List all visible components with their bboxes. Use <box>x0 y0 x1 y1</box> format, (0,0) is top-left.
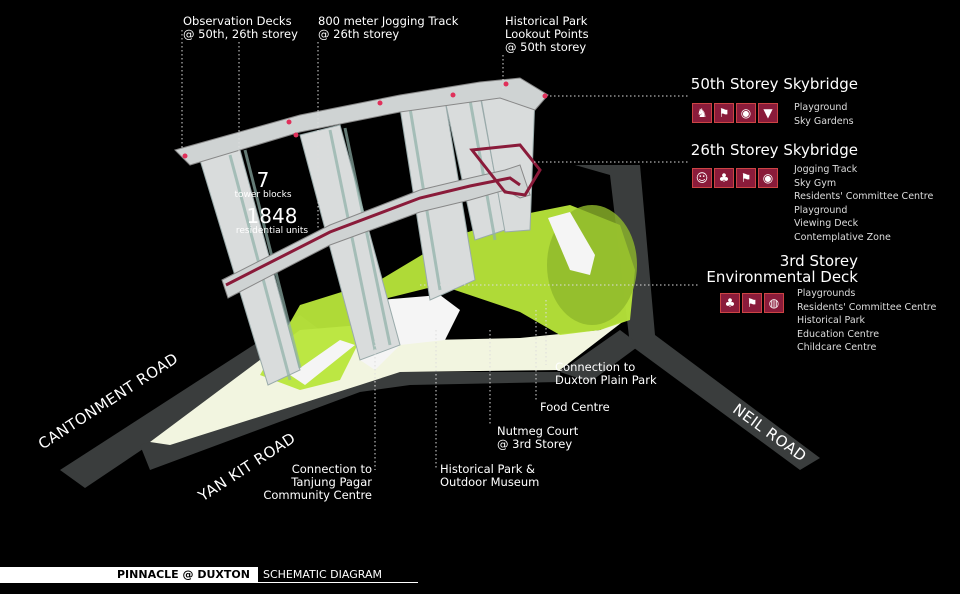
deck-3-title: 3rd Storey Environmental Deck <box>706 252 858 286</box>
deck-26-features: Jogging Track Sky Gym Residents' Committ… <box>794 163 933 244</box>
stat-residential-units-number: 1848 <box>246 204 298 228</box>
skybridge-50 <box>174 77 549 166</box>
ground-plane <box>150 320 625 445</box>
deck-26-icons: ☺ ♣ ⚑ ◉ <box>692 168 778 188</box>
globe-icon: ◍ <box>764 293 784 313</box>
leader-lines <box>181 30 700 470</box>
skybridge-26 <box>221 143 542 299</box>
camera-icon: ◉ <box>758 168 778 188</box>
deck-50-icons: ♞ ⚑ ◉ ▼ <box>692 103 778 123</box>
diagram-subtitle: SCHEMATIC DIAGRAM <box>263 568 382 581</box>
callout-food-centre: Food Centre <box>540 400 610 414</box>
deck-26-feature: Jogging Track <box>794 164 858 175</box>
callout-nutmeg-court: Nutmeg Court @ 3rd Storey <box>497 424 579 451</box>
deck-26-feature: Contemplative Zone <box>794 231 891 243</box>
deck-3-features: Playgrounds Residents' Committee Centre … <box>797 287 936 355</box>
footer: PINNACLE @ DUXTON SCHEMATIC DIAGRAM <box>0 567 960 583</box>
callout-tanjung-pagar: Connection to Tanjung Pagar Community Ce… <box>263 462 372 502</box>
deck-50-feature: Playground <box>794 102 848 113</box>
stat-tower-blocks-number: 7 <box>256 168 270 192</box>
stat-tower-blocks: 7 tower blocks <box>228 170 298 200</box>
callout-jogging-track: 800 meter Jogging Track @ 26th storey <box>318 14 459 41</box>
deck-3-icons: ♣ ⚑ ◍ <box>720 293 784 313</box>
deck-26-feature: Viewing Deck <box>794 218 859 229</box>
deck-26-feature: Sky Gym <box>794 177 837 189</box>
deck-26-title: 26th Storey Skybridge <box>690 141 858 159</box>
stat-residential-units: 1848 residential units <box>222 206 322 236</box>
marker-dots <box>182 81 548 159</box>
playground-icon: ♞ <box>692 103 712 123</box>
runner-icon: ⚑ <box>736 168 756 188</box>
callout-duxton-plain: Connection to Duxton Plain Park <box>555 360 657 387</box>
deck-3-feature: Education Centre <box>797 328 880 340</box>
deck-50-features: Playground Sky Gardens <box>794 101 854 128</box>
project-title: PINNACLE @ DUXTON <box>117 568 250 581</box>
deck-3-feature: Residents' Committee Centre <box>797 301 937 313</box>
meditation-icon: ☺ <box>692 168 712 188</box>
deck-50-feature: Sky Gardens <box>794 115 854 127</box>
deck-26-feature: Residents' Committee Centre <box>794 191 934 202</box>
runner-icon: ⚑ <box>714 103 734 123</box>
deck-3-feature: Playgrounds <box>797 288 856 299</box>
deck-3-feature: Childcare Centre <box>797 342 877 353</box>
camera-icon: ◉ <box>736 103 756 123</box>
cocktail-icon: ▼ <box>758 103 778 123</box>
runner-icon: ⚑ <box>742 293 762 313</box>
deck-3-feature: Historical Park <box>797 315 866 326</box>
palm-tree-icon: ♣ <box>714 168 734 188</box>
palm-tree-icon: ♣ <box>720 293 740 313</box>
callout-observation-decks: Observation Decks @ 50th, 26th storey <box>183 14 298 41</box>
stat-residential-units-label: residential units <box>235 226 309 236</box>
callout-historical-lookout: Historical Park Lookout Points @ 50th st… <box>505 14 589 54</box>
deck-50-title: 50th Storey Skybridge <box>690 75 858 93</box>
footer-bar <box>0 567 258 583</box>
callout-historical-museum: Historical Park & Outdoor Museum <box>440 462 540 489</box>
deck-26-feature: Playground <box>794 204 848 216</box>
stat-tower-blocks-label: tower blocks <box>234 190 292 200</box>
footer-underline <box>258 582 418 583</box>
